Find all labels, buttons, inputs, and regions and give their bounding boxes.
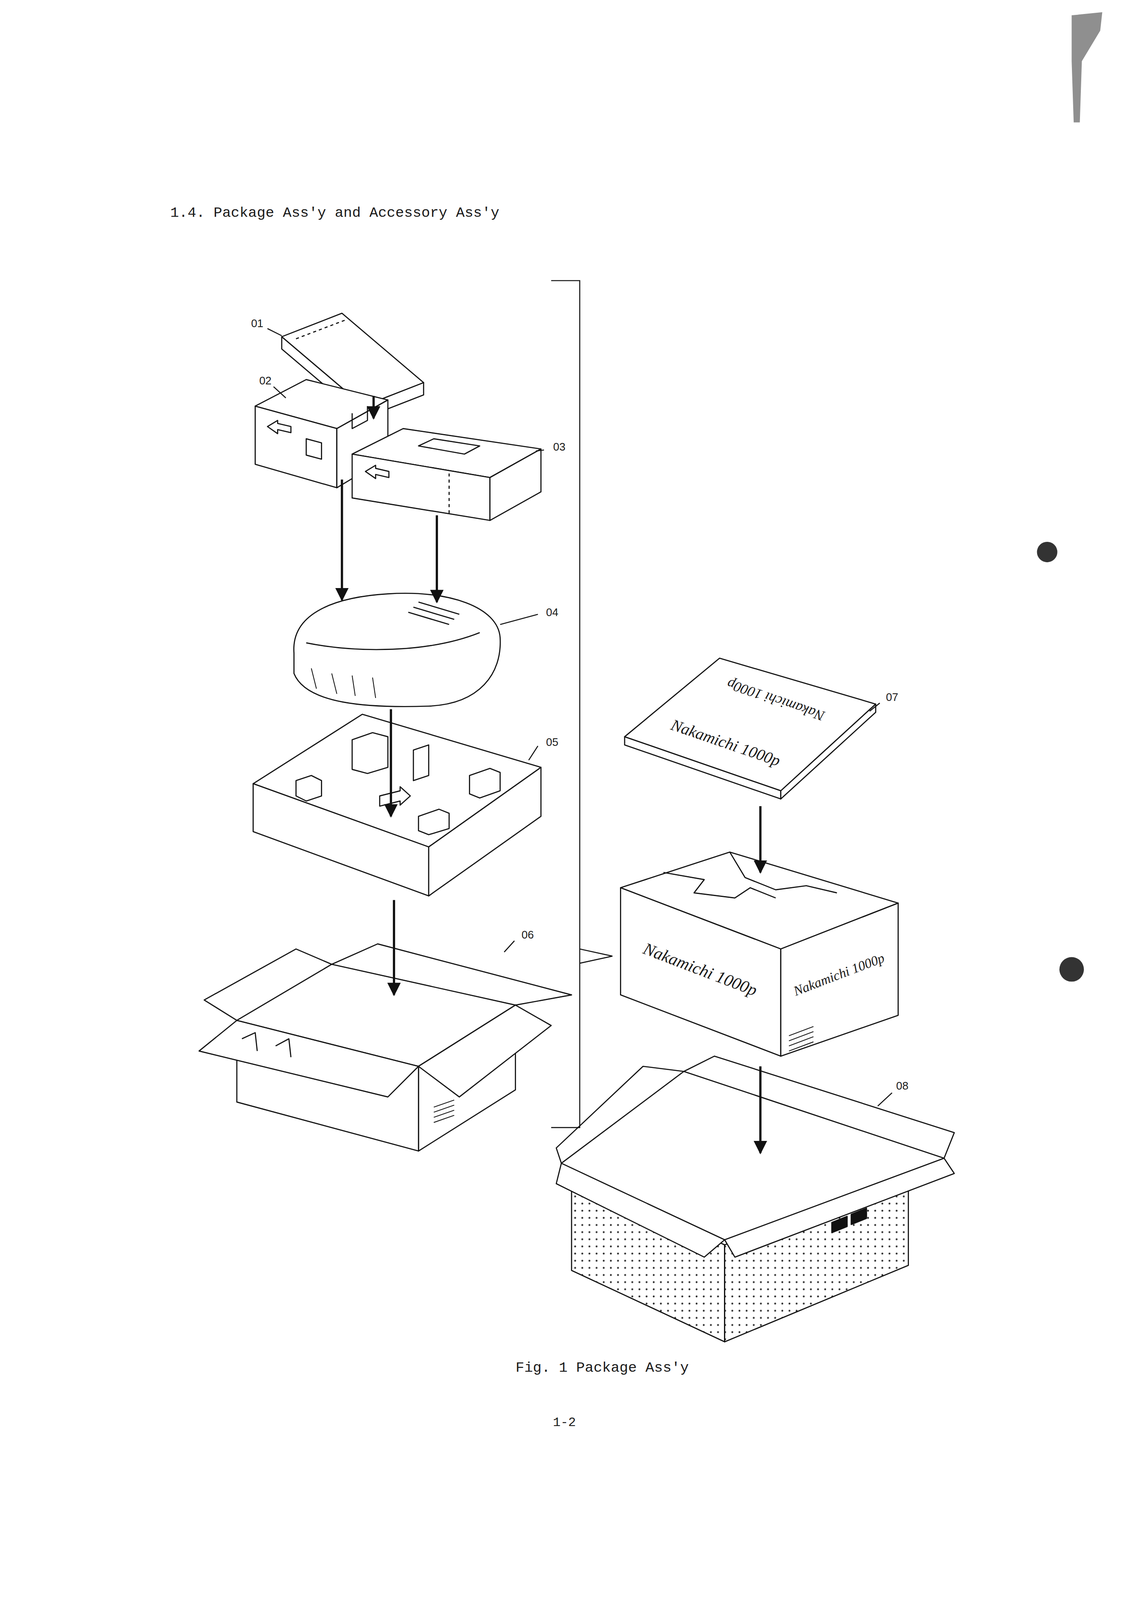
packed-carton (620, 852, 898, 1057)
callout-number: 08 (896, 1079, 909, 1093)
scan-marks (1037, 12, 1103, 982)
carton-lid (624, 658, 876, 800)
brand-print: Nakamichi 1000p (668, 715, 783, 770)
callout-number: 07 (886, 690, 899, 704)
callout-number: 03 (553, 440, 566, 454)
callout-number: 02 (259, 374, 272, 388)
deck-in-bag (293, 593, 500, 707)
cushion-right (352, 428, 542, 521)
brand-print: Nakamichi 1000p (724, 675, 827, 725)
outer-carton (556, 1056, 955, 1342)
leader-lines (267, 280, 892, 1128)
callout-number: 04 (546, 606, 559, 619)
brand-print: Nakamichi 1000p (791, 950, 887, 999)
bottom-cushion-tray (253, 714, 542, 896)
callout-number: 01 (251, 317, 264, 330)
section-title: 1.4. Package Ass'y and Accessory Ass'y (170, 205, 500, 222)
callout-number: 05 (546, 735, 559, 749)
brand-print: Nakamichi 1000p (640, 939, 760, 1001)
callout-number: 06 (521, 928, 534, 942)
inner-carton (199, 944, 572, 1152)
figure-caption: Fig. 1 Package Ass'y (515, 1360, 689, 1377)
page-number: 1-2 (552, 1415, 576, 1430)
assembly-arrows (342, 395, 761, 1153)
